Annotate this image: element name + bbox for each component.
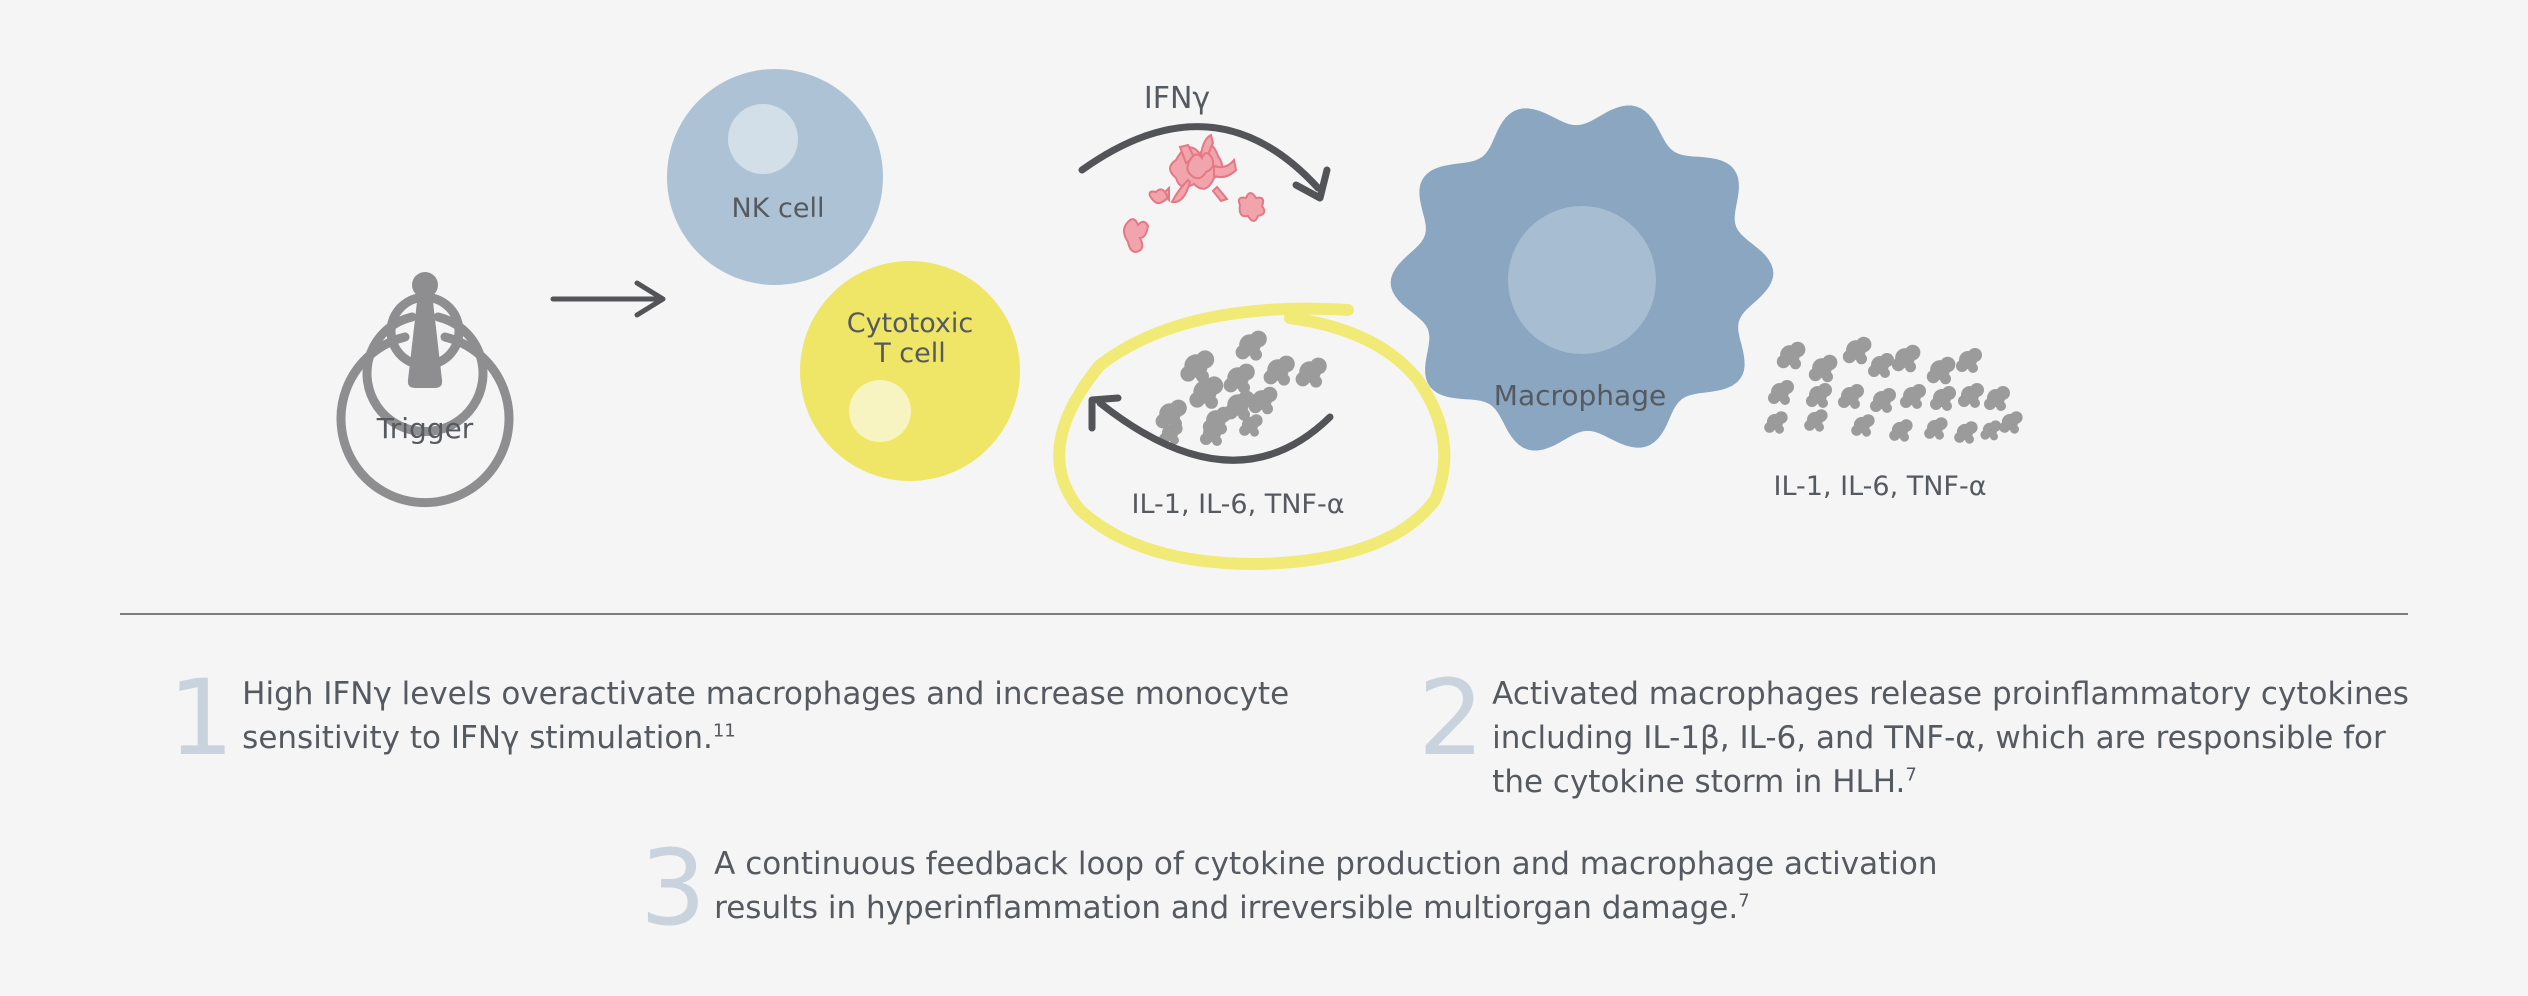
cytotoxic-t-cell <box>800 261 1020 481</box>
step-number: 1 <box>168 657 234 779</box>
reference-superscript: 7 <box>1738 890 1750 912</box>
step-1: 1 High IFNγ levels overactivate macropha… <box>168 657 1318 779</box>
cytokine-particle-icon <box>1155 330 1327 446</box>
highlight-loop <box>1053 302 1451 571</box>
step-text: A continuous feedback loop of cytokine p… <box>714 838 1940 930</box>
macrophage-label: Macrophage <box>1494 379 1666 412</box>
section-divider <box>120 613 2408 615</box>
step-3: 3 A continuous feedback loop of cytokine… <box>640 827 1940 949</box>
pathway-diagram: Trigger NK cell Cytotoxic T cell IFNγ <box>336 69 2023 571</box>
step-text-body: A continuous feedback loop of cytokine p… <box>714 846 1938 926</box>
macrophage <box>1390 105 1774 451</box>
arrow-right-icon <box>550 280 666 318</box>
curved-arrow-icon <box>1078 123 1331 202</box>
released-cytokines-label: IL-1, IL-6, TNF-α <box>1774 471 1987 502</box>
step-text: Activated macrophages release proinflamm… <box>1492 668 2418 804</box>
ifn-label: IFNγ <box>1144 81 1210 116</box>
nk-cell <box>667 69 883 285</box>
released-cytokines <box>1764 336 2023 444</box>
feedback-arrow-icon <box>1088 394 1334 464</box>
broadcast-tower-icon <box>336 272 514 508</box>
step-text-body: Activated macrophages release proinflamm… <box>1492 676 2409 800</box>
loop-cytokines-label: IL-1, IL-6, TNF-α <box>1132 489 1345 520</box>
step-2: 2 Activated macrophages release proinfla… <box>1418 657 2418 804</box>
ifn-molecules <box>1123 133 1266 254</box>
trigger-label: Trigger <box>376 412 474 445</box>
reference-superscript: 11 <box>712 720 736 742</box>
cytotoxic-label-line1: Cytotoxic <box>847 308 974 339</box>
step-number: 2 <box>1418 657 1484 779</box>
step-text: High IFNγ levels overactivate macrophage… <box>242 668 1318 760</box>
cytotoxic-label-line2: T cell <box>873 338 946 369</box>
step-number: 3 <box>640 827 706 949</box>
reference-superscript: 7 <box>1905 764 1917 786</box>
step-text-body: High IFNγ levels overactivate macrophage… <box>242 676 1290 756</box>
nk-cell-label: NK cell <box>732 193 825 224</box>
